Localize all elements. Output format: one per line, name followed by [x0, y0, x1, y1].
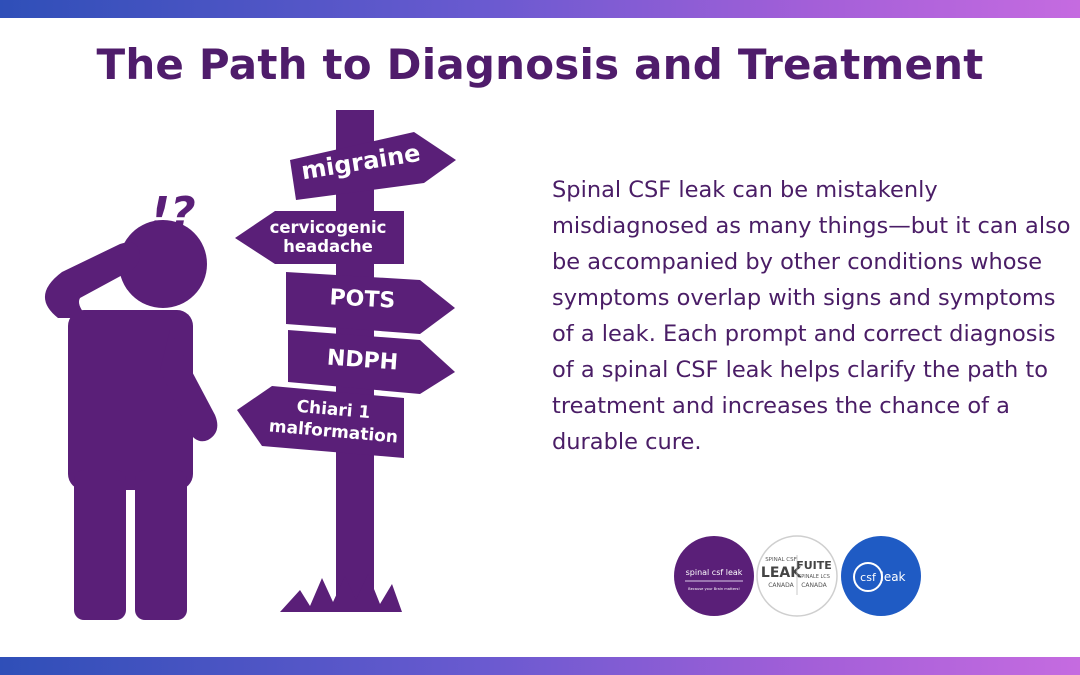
sign-label-headache: headache: [283, 237, 373, 256]
logo2-sub: CANADA: [768, 582, 794, 589]
logo2-fr-sub2: CANADA: [801, 582, 827, 589]
sign-pots: POTS: [286, 272, 455, 334]
page-title: The Path to Diagnosis and Treatment: [96, 40, 984, 89]
sign-ndph: NDPH: [288, 330, 455, 394]
logo2-fr-main: FUITE: [796, 559, 832, 572]
sign-label-ndph: NDPH: [326, 346, 399, 376]
bottom-gradient-bar: [0, 657, 1080, 675]
top-gradient-bar: [0, 0, 1080, 18]
sign-chiari: Chiari 1 malformation: [237, 386, 404, 458]
logo2-main: LEAK: [761, 565, 802, 581]
body-paragraph: Spinal CSF leak can be mistakenly misdia…: [552, 177, 1071, 455]
sign-label-cervicogenic: cervicogenic: [270, 218, 387, 237]
confused-person-icon: [44, 220, 218, 620]
spinal-csf-leak-logo: spinal csf leak Because your Brain matte…: [674, 536, 754, 616]
sign-cervicogenic-headache: cervicogenic headache: [235, 211, 404, 264]
question-exclamation-marks: !?: [150, 188, 196, 239]
logo1-name: spinal csf leak: [686, 568, 743, 577]
csf-leak-association-logo: csf leak: [841, 536, 921, 616]
logo2-top: SPINAL CSF: [765, 557, 797, 563]
logo1-tagline: Because your Brain matters!: [688, 587, 740, 591]
sign-label-pots: POTS: [329, 285, 396, 313]
grass-icon: [280, 574, 402, 612]
partner-logos: spinal csf leak Because your Brain matte…: [674, 535, 921, 617]
logo3-main: csf: [860, 571, 877, 584]
logo3-second: leak: [880, 570, 905, 584]
signpost: migraine cervicogenic headache POTS NDPH…: [235, 110, 456, 612]
logo2-fr-sub1: SPINALE LCS: [798, 574, 830, 580]
illustration: !? migraine cervicogenic headache POTS N…: [44, 110, 456, 620]
spinal-csf-leak-canada-logo: SPINAL CSF LEAK CANADA FUITE SPINALE LCS…: [756, 535, 838, 617]
